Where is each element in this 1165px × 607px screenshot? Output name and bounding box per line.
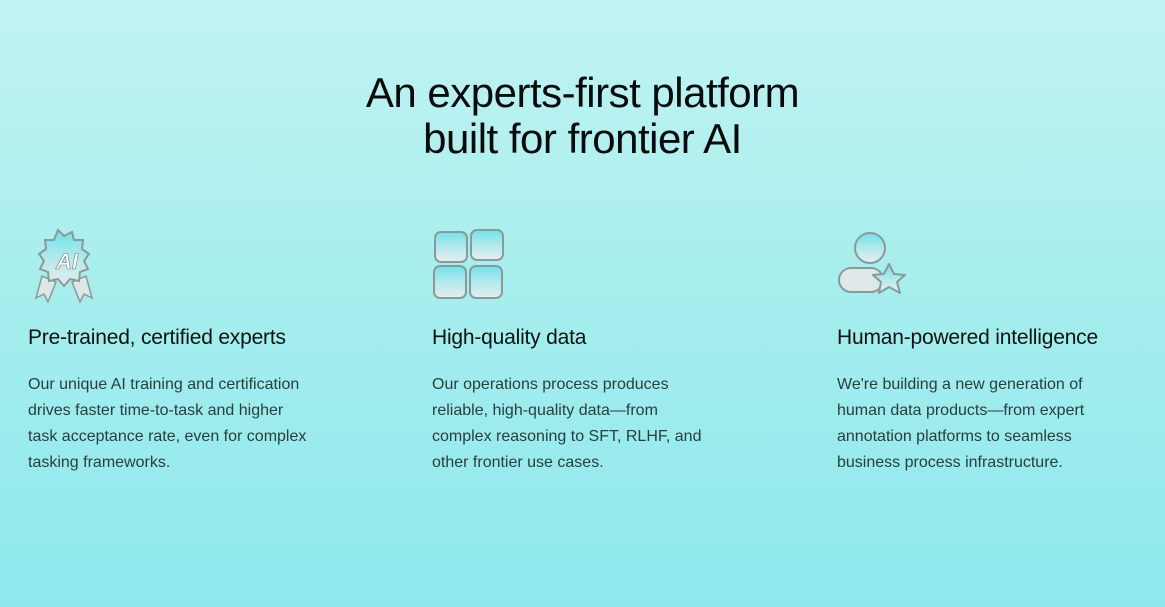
description-line: other frontier use cases. <box>432 454 604 471</box>
grid-blocks-icon <box>433 229 504 299</box>
description-line: reliable, high-quality data—from <box>432 402 658 419</box>
person-star-icon <box>838 232 906 294</box>
badge-text: AI <box>55 249 79 274</box>
description-line: business process infrastructure. <box>837 454 1063 471</box>
description-line: tasking frameworks. <box>28 454 171 471</box>
description-line: complex reasoning to SFT, RLHF, and <box>432 428 702 445</box>
ai-badge-icon: AI <box>34 228 94 304</box>
description-line: drives faster time-to-task and higher <box>28 402 284 419</box>
page-title: An experts-first platform built for fron… <box>0 70 1165 162</box>
feature-description: We're building a new generation of human… <box>837 372 1157 476</box>
feature-description: Our unique AI training and certification… <box>28 372 348 476</box>
feature-experts: AI Pre-trained, certified experts Our un… <box>28 228 348 476</box>
title-line-1: An experts-first platform <box>365 69 800 116</box>
description-line: task acceptance rate, even for complex <box>28 428 307 445</box>
feature-title: High-quality data <box>432 326 587 349</box>
description-line: Our operations process produces <box>432 376 669 393</box>
feature-data: High-quality data Our operations process… <box>432 228 752 476</box>
feature-intelligence: Human-powered intelligence We're buildin… <box>837 228 1157 476</box>
description-line: annotation platforms to seamless <box>837 428 1072 445</box>
feature-title: Pre-trained, certified experts <box>28 326 286 349</box>
description-line: human data products—from expert <box>837 402 1085 419</box>
title-line-2: built for frontier AI <box>423 115 742 162</box>
feature-title: Human-powered intelligence <box>837 326 1098 349</box>
feature-description: Our operations process produces reliable… <box>432 372 752 476</box>
description-line: Our unique AI training and certification <box>28 376 300 393</box>
description-line: We're building a new generation of <box>837 376 1083 393</box>
